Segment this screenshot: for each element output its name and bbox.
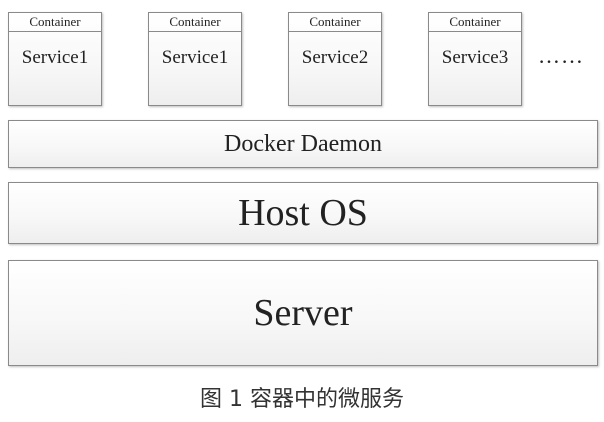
service-label: Service1 — [161, 47, 229, 68]
service-label: Service1 — [21, 47, 89, 68]
server-label: Server — [253, 292, 353, 334]
container-header: Container — [149, 13, 241, 32]
figure-caption: 图 1 容器中的微服务 — [200, 387, 404, 412]
container-box-4: Container Service3 — [428, 12, 522, 106]
server-layer: Server — [8, 260, 598, 366]
container-box-3: Container Service2 — [288, 12, 382, 106]
host-os-label: Host OS — [238, 192, 368, 234]
container-header: Container — [429, 13, 521, 32]
docker-daemon-label: Docker Daemon — [224, 130, 382, 157]
service-label: Service2 — [301, 47, 369, 68]
container-box-2: Container Service1 — [148, 12, 242, 106]
container-header: Container — [289, 13, 381, 32]
more-containers-ellipsis: …… — [538, 43, 584, 68]
docker-daemon-layer: Docker Daemon — [8, 120, 598, 168]
container-header: Container — [9, 13, 101, 32]
service-label: Service3 — [441, 47, 509, 68]
container-box-1: Container Service1 — [8, 12, 102, 106]
host-os-layer: Host OS — [8, 182, 598, 244]
